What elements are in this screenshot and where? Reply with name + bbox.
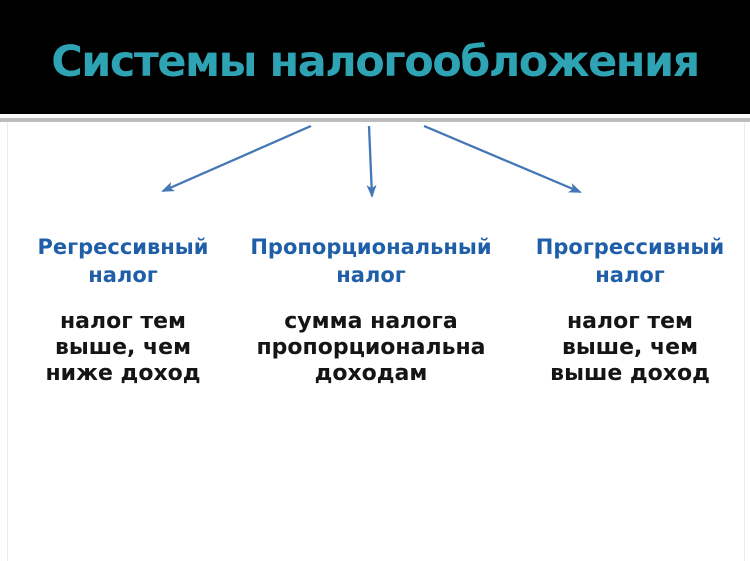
tax-column-proportional: Пропорциональный налог сумма налога проп… bbox=[247, 233, 495, 387]
proportional-tax-heading: Пропорциональный налог bbox=[250, 235, 492, 287]
tax-column-regressive: Регрессивный налог налог тем выше, чем н… bbox=[13, 233, 233, 387]
slide-left-edge bbox=[7, 122, 8, 561]
tax-column-progressive: Прогрессивный налог налог тем выше, чем … bbox=[518, 233, 742, 387]
arrow-to-regressive bbox=[161, 124, 312, 193]
title-bar: Системы налогообложения bbox=[0, 0, 750, 114]
header-divider-line bbox=[0, 118, 750, 122]
slide-right-edge bbox=[744, 122, 745, 561]
regressive-tax-description: налог тем выше, чем ниже доход bbox=[45, 309, 201, 386]
regressive-tax-heading: Регрессивный налог bbox=[37, 235, 209, 287]
proportional-tax-description: сумма налога пропорциональна доходам bbox=[256, 309, 486, 386]
arrow-to-proportional bbox=[366, 125, 377, 198]
slide-title: Системы налогообложения bbox=[51, 37, 700, 87]
progressive-tax-heading: Прогрессивный налог bbox=[535, 235, 725, 287]
arrow-to-progressive bbox=[423, 124, 582, 194]
header-divider-gap bbox=[0, 114, 750, 118]
progressive-tax-description: налог тем выше, чем выше доход bbox=[550, 309, 710, 386]
branch-arrows bbox=[161, 124, 582, 198]
